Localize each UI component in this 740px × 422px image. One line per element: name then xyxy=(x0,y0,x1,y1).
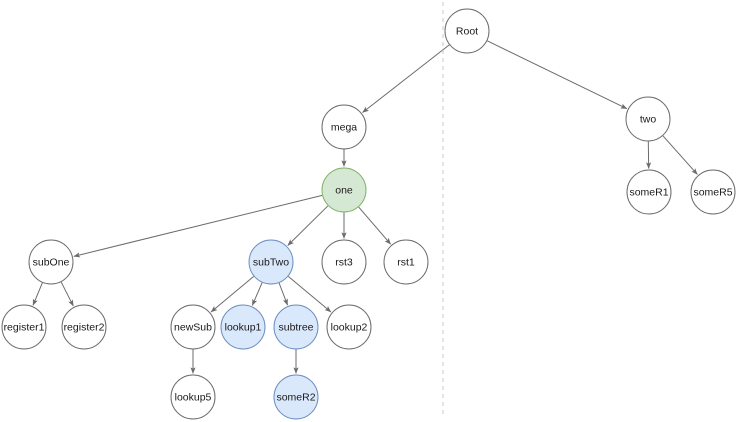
node-circle-rst1[interactable] xyxy=(383,239,429,285)
edge-root-to-two xyxy=(487,40,628,110)
node-rst1[interactable]: rst1 xyxy=(383,239,429,285)
node-someR5[interactable]: someR5 xyxy=(690,169,736,215)
node-lookup5[interactable]: lookup5 xyxy=(170,374,216,420)
node-register1[interactable]: register1 xyxy=(1,304,47,350)
node-register2[interactable]: register2 xyxy=(61,304,107,350)
node-circle-subtree[interactable] xyxy=(273,304,319,350)
node-lookup1[interactable]: lookup1 xyxy=(220,304,266,350)
node-someR1[interactable]: someR1 xyxy=(626,169,672,215)
node-subOne[interactable]: subOne xyxy=(28,239,74,285)
node-circle-root[interactable] xyxy=(444,8,490,54)
node-circle-lookup1[interactable] xyxy=(220,304,266,350)
node-circle-register2[interactable] xyxy=(61,304,107,350)
node-circle-newSub[interactable] xyxy=(170,304,216,350)
edge-root-to-mega xyxy=(362,44,450,113)
edge-subOne-to-register2 xyxy=(60,281,74,307)
node-someR2[interactable]: someR2 xyxy=(273,374,319,420)
node-circle-subTwo[interactable] xyxy=(248,239,294,285)
nodes-layer: Root mega two one someR1 someR5 subOne subTwo rs… xyxy=(1,8,736,420)
node-newSub[interactable]: newSub xyxy=(170,304,216,350)
node-circle-register1[interactable] xyxy=(1,304,47,350)
edge-subTwo-to-subtree xyxy=(278,282,289,306)
edge-one-to-rst1 xyxy=(358,206,392,245)
node-subTwo[interactable]: subTwo xyxy=(248,239,294,285)
node-circle-someR5[interactable] xyxy=(690,169,736,215)
node-circle-someR2[interactable] xyxy=(273,374,319,420)
node-circle-lookup2[interactable] xyxy=(326,304,372,350)
edge-subTwo-to-lookup2 xyxy=(287,276,332,313)
edge-subOne-to-register1 xyxy=(32,282,43,306)
node-circle-two[interactable] xyxy=(625,96,671,142)
node-circle-lookup5[interactable] xyxy=(170,374,216,420)
edge-one-to-subTwo xyxy=(287,205,329,246)
node-mega[interactable]: mega xyxy=(321,104,367,150)
node-lookup2[interactable]: lookup2 xyxy=(326,304,372,350)
node-subtree[interactable]: subtree xyxy=(273,304,319,350)
node-one[interactable]: one xyxy=(321,167,367,213)
node-rst3[interactable]: rst3 xyxy=(321,239,367,285)
node-circle-one[interactable] xyxy=(321,167,367,213)
node-root[interactable]: Root xyxy=(444,8,490,54)
node-circle-someR1[interactable] xyxy=(626,169,672,215)
edge-subTwo-to-newSub xyxy=(210,276,255,313)
edge-two-to-someR5 xyxy=(662,135,698,175)
node-circle-rst3[interactable] xyxy=(321,239,367,285)
node-circle-mega[interactable] xyxy=(321,104,367,150)
edge-subTwo-to-lookup1 xyxy=(251,282,263,306)
edge-one-to-subOne xyxy=(73,194,323,258)
node-circle-subOne[interactable] xyxy=(28,239,74,285)
edges-layer xyxy=(32,40,698,374)
node-two[interactable]: two xyxy=(625,96,671,142)
